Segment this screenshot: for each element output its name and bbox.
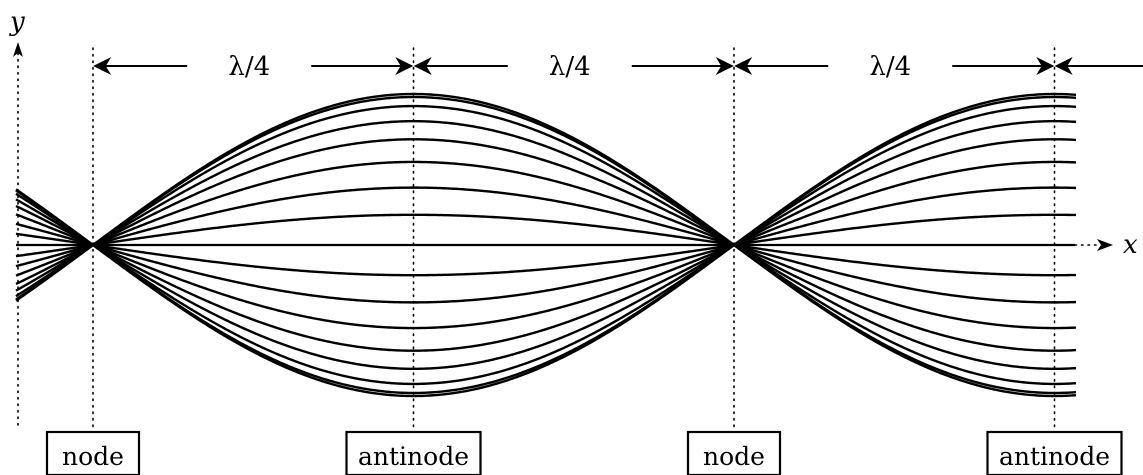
wave-curve-neg-3: [15, 138, 1077, 352]
wave-curve-neg-4: [15, 119, 1077, 371]
wave-curve-neg-2: [15, 160, 1077, 330]
antinode-label: antinode: [999, 442, 1110, 471]
y-axis: y: [9, 7, 25, 426]
wave-curve-neg-1: [15, 186, 1077, 304]
quarter-wavelength-label: λ/4: [228, 52, 270, 82]
antinode-label: antinode: [358, 442, 469, 471]
wave-curve-pos-0: [15, 213, 1077, 277]
y-axis-arrow-icon: [13, 42, 23, 57]
wave-curve-neg-5: [15, 104, 1077, 386]
node-antinode-labels: nodeantinodenodeantinodenode: [45, 430, 1123, 475]
quarter-wavelength-label: λ/4: [869, 52, 911, 82]
wave-curve-neg-7: [15, 92, 1077, 398]
x-axis: x: [16, 230, 1138, 260]
wave-curve-pos-3: [15, 138, 1077, 352]
node-label: node: [62, 442, 124, 471]
x-axis-arrow-icon: [1097, 239, 1113, 251]
node-box: node: [45, 430, 141, 475]
antinode-box: antinode: [345, 430, 482, 475]
wave-curve-pos-7: [15, 92, 1077, 398]
node-label: node: [703, 442, 765, 471]
x-axis-label: x: [1123, 230, 1138, 260]
wave-curve-neg-0: [15, 213, 1077, 277]
node-box: node: [686, 430, 782, 475]
wave-curve-pos-5: [15, 104, 1077, 386]
vertical-guides: [92, 47, 1056, 431]
y-axis-label: y: [9, 7, 25, 37]
quarter-wavelength-label: λ/4: [549, 52, 591, 82]
antinode-box: antinode: [986, 430, 1123, 475]
quarter-wavelength-markers: λ/4λ/4λ/4λ/4: [93, 52, 1143, 82]
standing-wave-snapshots: [15, 92, 1077, 398]
wave-curve-pos-4: [15, 119, 1077, 371]
wave-curve-pos-2: [15, 160, 1077, 330]
wave-curve-pos-1: [15, 186, 1077, 304]
